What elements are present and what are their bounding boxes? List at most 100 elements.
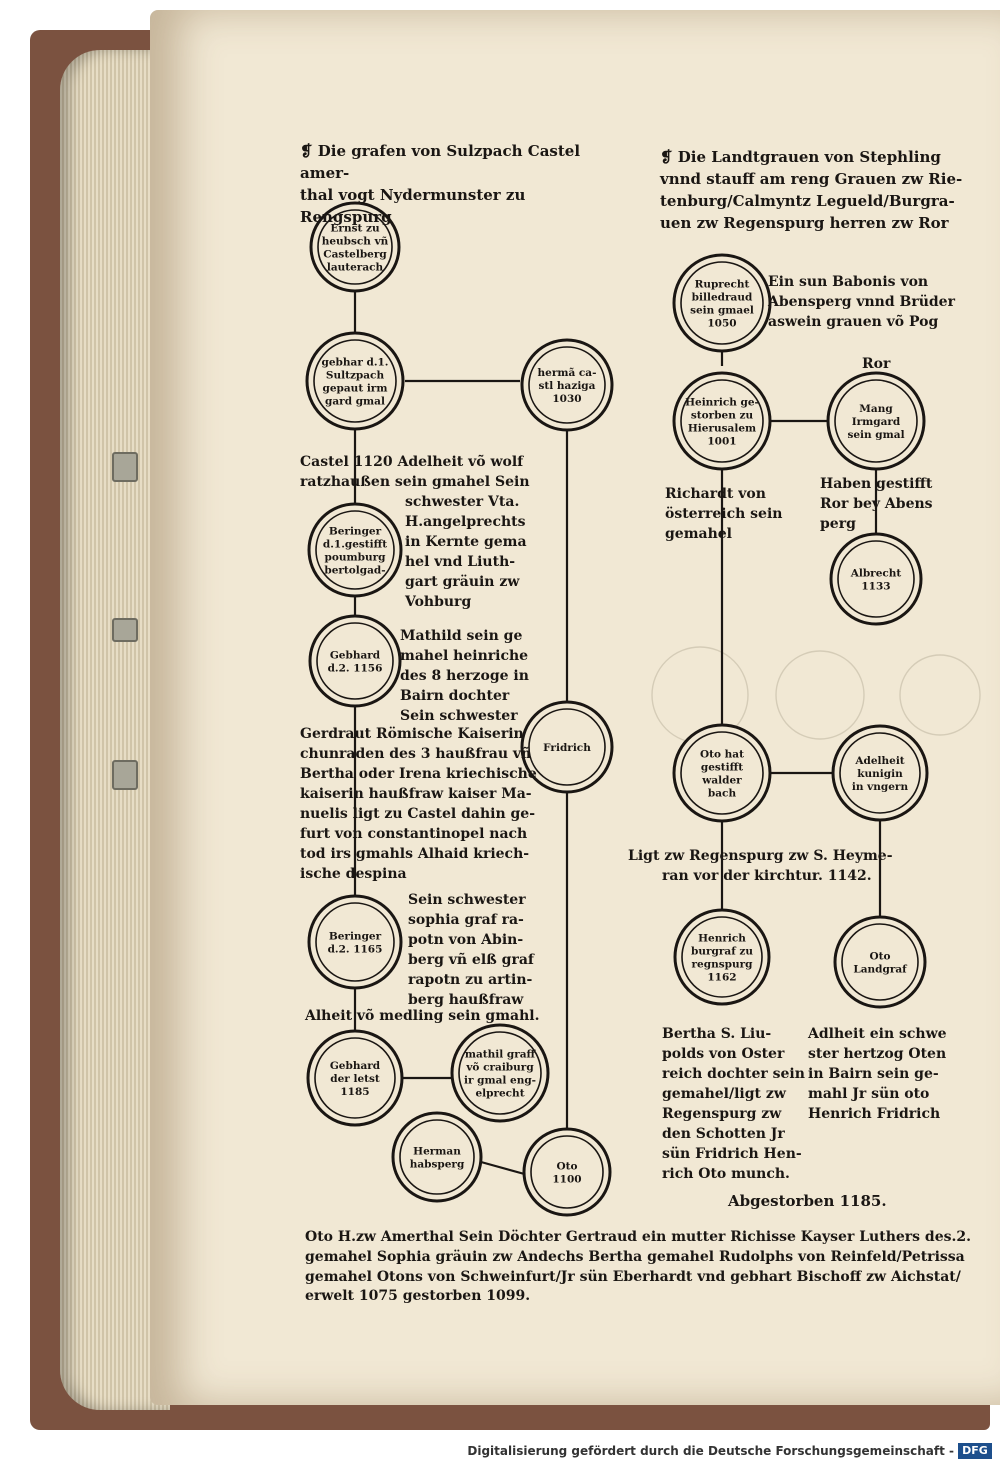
heading-left: ❡ Die grafen von Sulzpach Castel amer- t… [300, 140, 600, 228]
node-ring [672, 253, 772, 353]
death-note: Abgestorben 1185. [728, 1192, 887, 1210]
node-label: võ craiburg [465, 1062, 534, 1074]
heading-right-line: tenburg/Calmyntz Legueld/Burgra- [660, 192, 955, 210]
node-label: bach [708, 788, 737, 800]
node-ring-inner [458, 1031, 542, 1115]
clasp-top [112, 452, 138, 482]
node-label: 1162 [707, 972, 736, 984]
node-label: storben zu [691, 410, 754, 422]
node-label: sein gmal [847, 429, 904, 441]
caption-line: ische despina [300, 866, 407, 882]
node-label: gepaut irm [323, 383, 388, 395]
node-ring-inner [317, 209, 393, 285]
node-label: 1050 [707, 318, 736, 330]
node-ring-inner [315, 902, 395, 982]
caption-line: Ror [862, 356, 891, 372]
node-ring [520, 700, 614, 794]
caption-line: Regenspurg zw [662, 1106, 782, 1122]
node-label: billedraud [692, 292, 753, 304]
node-ring [672, 723, 772, 823]
caption-mathild: Mathild sein ge mahel heinriche des 8 he… [400, 626, 529, 726]
node-label: burgraf zu [691, 946, 753, 958]
node-ring-inner [834, 379, 918, 463]
caption-line: Haben gestifft [820, 476, 933, 492]
caption-ror: Ror [862, 354, 890, 374]
node-label: Oto [870, 951, 891, 963]
node-label: der letst [330, 1073, 380, 1085]
node-label: 1100 [552, 1174, 581, 1186]
caption-line: ran vor der kirchtur. 1142. [662, 868, 872, 884]
node-label: Mang [859, 403, 893, 415]
caption-richardt: Richardt von österreich sein gemahel [665, 484, 782, 544]
node-label: Sultzpach [326, 370, 385, 382]
caption-line: in Kernte gema [405, 534, 527, 550]
node-ring-inner [680, 261, 764, 345]
node-ring [833, 915, 927, 1009]
node-ring-inner [313, 339, 397, 423]
node-ring [522, 1127, 612, 1217]
caption-line: Ligt zw Regenspurg zw S. Heyme- [628, 848, 893, 864]
footer-line: gemahel Otons von Schweinfurt/Jr sün Ebe… [305, 1269, 961, 1285]
caption-line: mahel heinriche [400, 648, 529, 664]
node-ring [829, 532, 923, 626]
node-ring-inner [841, 923, 919, 1001]
caption-line: berg haußfraw [408, 992, 524, 1008]
caption-alheit: Alheit võ medling sein gmahl. [305, 1006, 539, 1026]
caption-line: gemahel [665, 526, 732, 542]
node-label: poumburg [325, 552, 387, 564]
caption-line: Alheit võ medling sein gmahl. [305, 1008, 540, 1024]
caption-line: sün Fridrich Hen- [662, 1146, 802, 1162]
caption-line: Ror bey Abens [820, 496, 933, 512]
node-label: gard gmal [325, 396, 385, 408]
node-label: 1185 [340, 1086, 369, 1098]
node-ring-inner [528, 346, 606, 424]
caption-line: in Bairn sein ge- [808, 1066, 939, 1082]
node-label: Gebhard [330, 1060, 381, 1072]
caption-line: österreich sein [665, 506, 783, 522]
footer-line: gemahel Sophia gräuin zw Andechs Bertha … [305, 1249, 965, 1265]
heading-left-line: thal vogt Nydermunster zu Rengspurg [300, 186, 526, 226]
node-ring-inner [680, 731, 764, 815]
caption-ligt: Ligt zw Regenspurg zw S. Heyme- ran vor … [628, 846, 893, 886]
node-label: hermã ca- [538, 367, 597, 379]
node-label: 1030 [552, 393, 581, 405]
heading-right: ❡ Die Landtgrauen von Stephling vnnd sta… [660, 146, 990, 234]
caption-line: Ein sun Babonis von [768, 274, 929, 290]
caption-line: polds von Oster [662, 1046, 785, 1062]
node-ring-inner [315, 510, 395, 590]
node-label: walder [701, 775, 742, 787]
heading-left-line: ❡ Die grafen von Sulzpach Castel amer- [300, 142, 581, 182]
caption-line: Gerdraut Römische Kaiserin [300, 726, 524, 742]
node-label: in vngern [852, 781, 909, 793]
node-label: Ruprecht [695, 279, 750, 291]
caption-line: Adlheit ein schwe [808, 1026, 947, 1042]
caption-line: Sein schwester [400, 708, 518, 724]
node-label: sein gmael [690, 305, 754, 317]
caption-line: Bertha oder Irena kriechische [300, 766, 537, 782]
caption-line: gemahel/ligt zw [662, 1086, 786, 1102]
caption-bertha: Bertha S. Liu- polds von Oster reich doc… [662, 1024, 805, 1184]
caption-line: potn von Abin- [408, 932, 524, 948]
node-ring-inner [399, 1119, 475, 1195]
node-ring [306, 1029, 404, 1127]
edge-hermanh-oto1100 [480, 1160, 529, 1177]
caption-line: perg [820, 516, 856, 532]
node-label: 1001 [707, 436, 736, 448]
node-label: elprecht [475, 1088, 524, 1100]
caption-line: berg vñ elß graf [408, 952, 534, 968]
caption-sophia: Sein schwester sophia graf ra- potn von … [408, 890, 534, 1010]
node-ring [309, 201, 401, 293]
caption-line: Sein schwester [408, 892, 526, 908]
node-label: Herman [413, 1146, 461, 1158]
caption-line: aswein grauen võ Pog [768, 314, 939, 330]
